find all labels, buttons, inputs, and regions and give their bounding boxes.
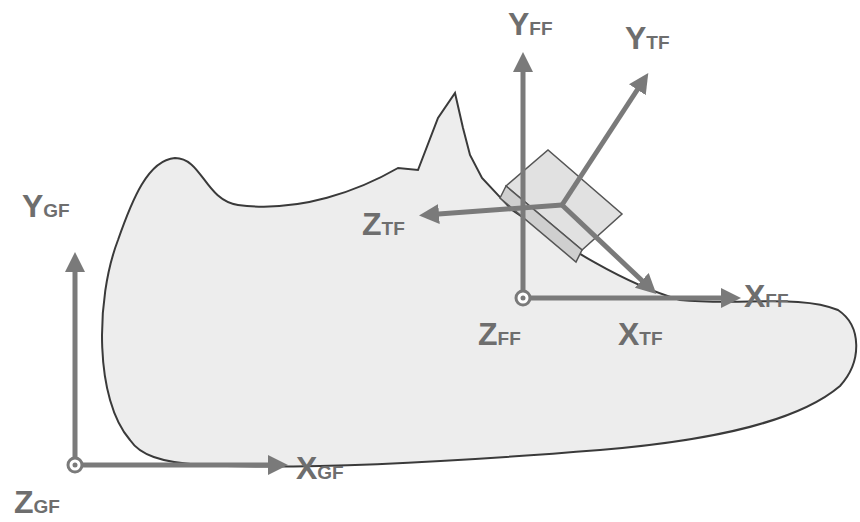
axis-label: YFF	[508, 8, 553, 40]
axis-label: ZFF	[478, 318, 521, 350]
axis-label: XGF	[296, 452, 344, 484]
z-axis-symbol	[516, 291, 530, 305]
axis-label: YGF	[22, 190, 70, 222]
axis-label: YTF	[625, 22, 670, 54]
global-frame	[75, 258, 282, 465]
axis-label: ZTF	[362, 208, 405, 240]
tracker-frame	[425, 78, 652, 290]
axis-label: ZGF	[14, 486, 60, 518]
shoe-outline	[102, 93, 856, 467]
axis-label: XTF	[618, 318, 663, 350]
z-axis-dot	[521, 296, 526, 301]
z-axis-symbol	[68, 458, 82, 472]
z-axis-dot	[73, 463, 78, 468]
axis-label: XFF	[744, 280, 789, 312]
foot-frame	[523, 58, 735, 298]
